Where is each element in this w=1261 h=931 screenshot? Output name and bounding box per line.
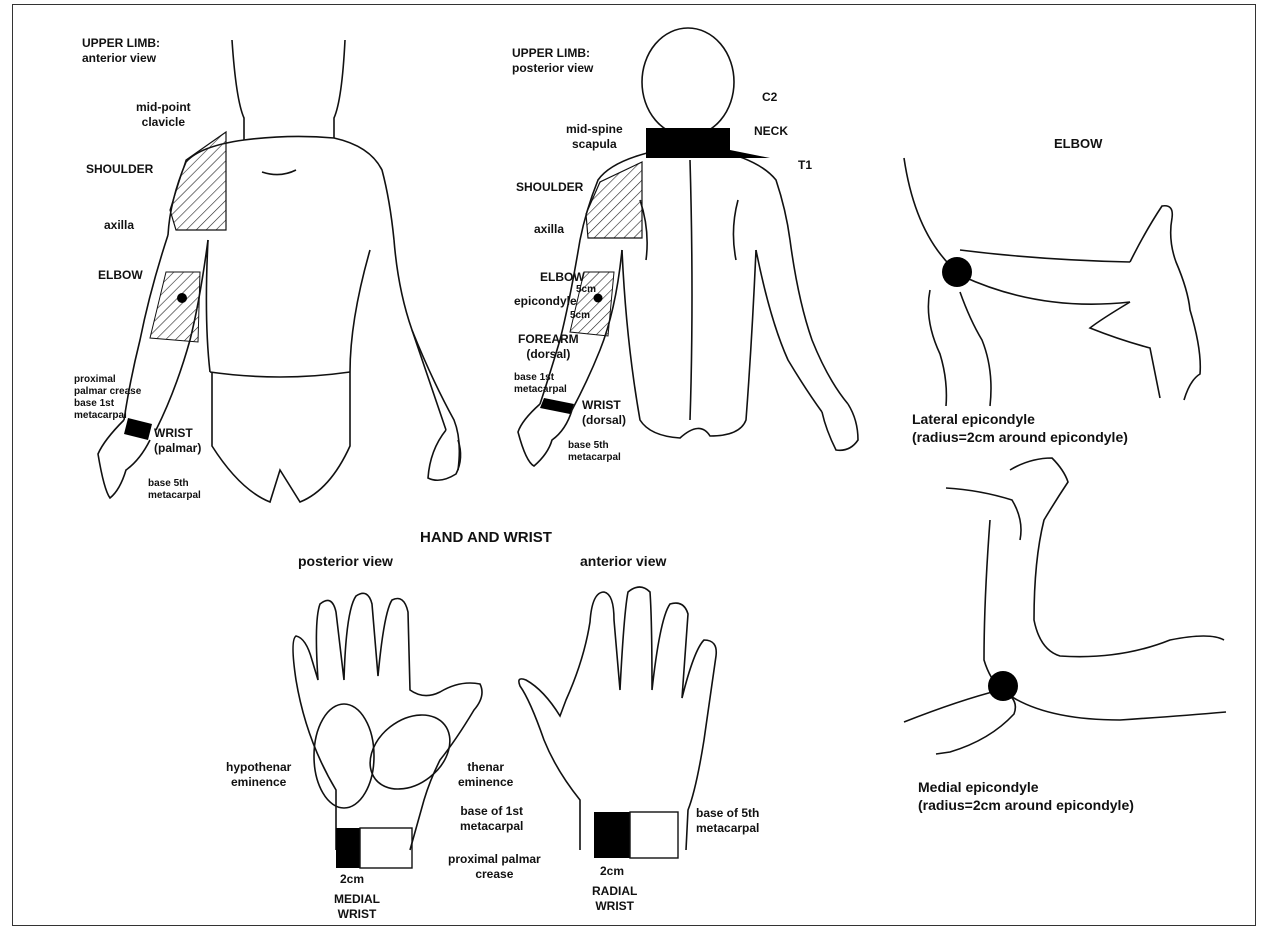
base-5th-label: base 5th [148, 478, 201, 490]
thenar-label: thenar [458, 760, 513, 775]
posterior-shoulder-hatch [586, 162, 642, 238]
forearm-label: FOREARM [518, 332, 579, 347]
c2-label: C2 [762, 90, 777, 105]
palmar-label: (palmar) [154, 441, 201, 456]
hypothenar-eminence-area [314, 704, 374, 808]
thenar-eminence-label: thenar eminence [458, 760, 513, 790]
hand-posterior-view-label: posterior view [298, 552, 393, 570]
radial-label: RADIAL [592, 884, 637, 899]
mid-point-clavicle-label: mid-point clavicle [136, 100, 191, 130]
posterior-metacarpal-1: metacarpal [514, 384, 567, 396]
base-1st-label: base 1st [74, 398, 141, 410]
posterior-title-line1: UPPER LIMB: [512, 46, 593, 61]
hand-base1-label: base of 1st metacarpal [460, 804, 523, 834]
radial-wrist-black-band [594, 812, 630, 858]
posterior-axilla-label: axilla [534, 222, 564, 237]
medial-wrist-label: MEDIAL WRIST [334, 892, 380, 922]
wrist-label: WRIST [154, 426, 201, 441]
mid-spine-label: mid-spine [566, 122, 623, 137]
posterior-wrist-dorsal: (dorsal) [582, 413, 626, 428]
medial-epicondyle-caption: Medial epicondyle (radius=2cm around epi… [918, 778, 1134, 814]
posterior-neck-band [646, 128, 770, 158]
anterior-base5-label: base 5th metacarpal [148, 478, 201, 502]
metacarpal-label: metacarpal [74, 410, 141, 422]
anterior-shoulder-label: SHOULDER [86, 162, 153, 177]
posterior-elbow-label: ELBOW [540, 270, 585, 285]
posterior-wrist-label: WRIST (dorsal) [582, 398, 626, 428]
anterior-epicondyle-mark [177, 293, 187, 303]
metacarpal-5-label: metacarpal [148, 490, 201, 502]
hypothenar-eminence-label: hypothenar eminence [226, 760, 291, 790]
medial-wrist-word: WRIST [334, 907, 380, 922]
proximal-palmar-label: proximal palmar [448, 852, 541, 867]
posterior-base-5th: base 5th [568, 440, 621, 452]
posterior-metacarpal-5: metacarpal [568, 452, 621, 464]
elbow-panel-title: ELBOW [1054, 136, 1102, 152]
posterior-wrist-band [540, 398, 574, 414]
posterior-body-figure [518, 28, 858, 466]
posterior-5cm-bottom: 5cm [570, 310, 590, 322]
hand-base-of-1st: base of 1st [460, 804, 523, 819]
radial-wrist-white-band [630, 812, 678, 858]
hypothenar-label: hypothenar [226, 760, 291, 775]
posterior-base1-label: base 1st metacarpal [514, 372, 567, 396]
hand-base5-label: base of 5th metacarpal [696, 806, 759, 836]
lateral-epicondyle-caption: Lateral epicondyle (radius=2cm around ep… [912, 410, 1128, 446]
posterior-title: UPPER LIMB: posterior view [512, 46, 593, 76]
anterior-title-line1: UPPER LIMB: [82, 36, 160, 51]
t1-label: T1 [798, 158, 812, 173]
hypothenar-eminence-word: eminence [226, 775, 291, 790]
posterior-shoulder-label: SHOULDER [516, 180, 583, 195]
hand-anterior-view-label: anterior view [580, 552, 666, 570]
neck-label: NECK [754, 124, 788, 139]
hand-base-of-5th: base of 5th [696, 806, 759, 821]
palmar-crease-label: palmar crease [74, 386, 141, 398]
medial-epicondyle-radius: (radius=2cm around epicondyle) [918, 796, 1134, 814]
anterior-hand-outline [519, 587, 716, 850]
hand-metacarpal-5: metacarpal [696, 821, 759, 836]
clavicle-label: clavicle [136, 115, 191, 130]
medial-epicondyle-title: Medial epicondyle [918, 778, 1134, 796]
medial-wrist-white-band [360, 828, 412, 868]
anterior-proximal-label: proximal palmar crease base 1st metacarp… [74, 374, 141, 422]
posterior-5cm-top: 5cm [576, 284, 596, 296]
proximal-label: proximal [74, 374, 141, 386]
epicondyle-label: epicondyle [514, 294, 577, 309]
left-2cm-label: 2cm [340, 872, 364, 887]
mid-point-label: mid-point [136, 100, 191, 115]
posterior-base-1st: base 1st [514, 372, 567, 384]
scapula-label: scapula [566, 137, 623, 152]
anterior-wrist-label: WRIST (palmar) [154, 426, 201, 456]
hand-wrist-title: HAND AND WRIST [420, 528, 552, 547]
thenar-eminence-word: eminence [458, 775, 513, 790]
medial-wrist-black-band [336, 828, 360, 868]
dorsal-label: (dorsal) [518, 347, 579, 362]
anterior-elbow-label: ELBOW [98, 268, 143, 283]
thenar-eminence-area [356, 700, 465, 805]
anterior-elbow-hatch [150, 272, 200, 342]
lateral-epicondyle-radius: (radius=2cm around epicondyle) [912, 428, 1128, 446]
medial-label: MEDIAL [334, 892, 380, 907]
forearm-dorsal-label: FOREARM (dorsal) [518, 332, 579, 362]
crease-label: crease [448, 867, 541, 882]
anterior-title: UPPER LIMB: anterior view [82, 36, 160, 66]
lateral-epicondyle-mark [942, 257, 972, 287]
medial-epicondyle-mark [988, 671, 1018, 701]
right-2cm-label: 2cm [600, 864, 624, 879]
radial-wrist-word: WRIST [592, 899, 637, 914]
lateral-epicondyle-title: Lateral epicondyle [912, 410, 1128, 428]
anterior-title-line2: anterior view [82, 51, 160, 66]
hand-proximal-palmar-label: proximal palmar crease [448, 852, 541, 882]
anterior-axilla-label: axilla [104, 218, 134, 233]
posterior-base5-label: base 5th metacarpal [568, 440, 621, 464]
radial-wrist-label: RADIAL WRIST [592, 884, 637, 914]
posterior-title-line2: posterior view [512, 61, 593, 76]
posterior-wrist: WRIST [582, 398, 626, 413]
mid-spine-scapula-label: mid-spine scapula [566, 122, 623, 152]
hand-metacarpal-1: metacarpal [460, 819, 523, 834]
elbow-medial-illustration [904, 458, 1226, 754]
